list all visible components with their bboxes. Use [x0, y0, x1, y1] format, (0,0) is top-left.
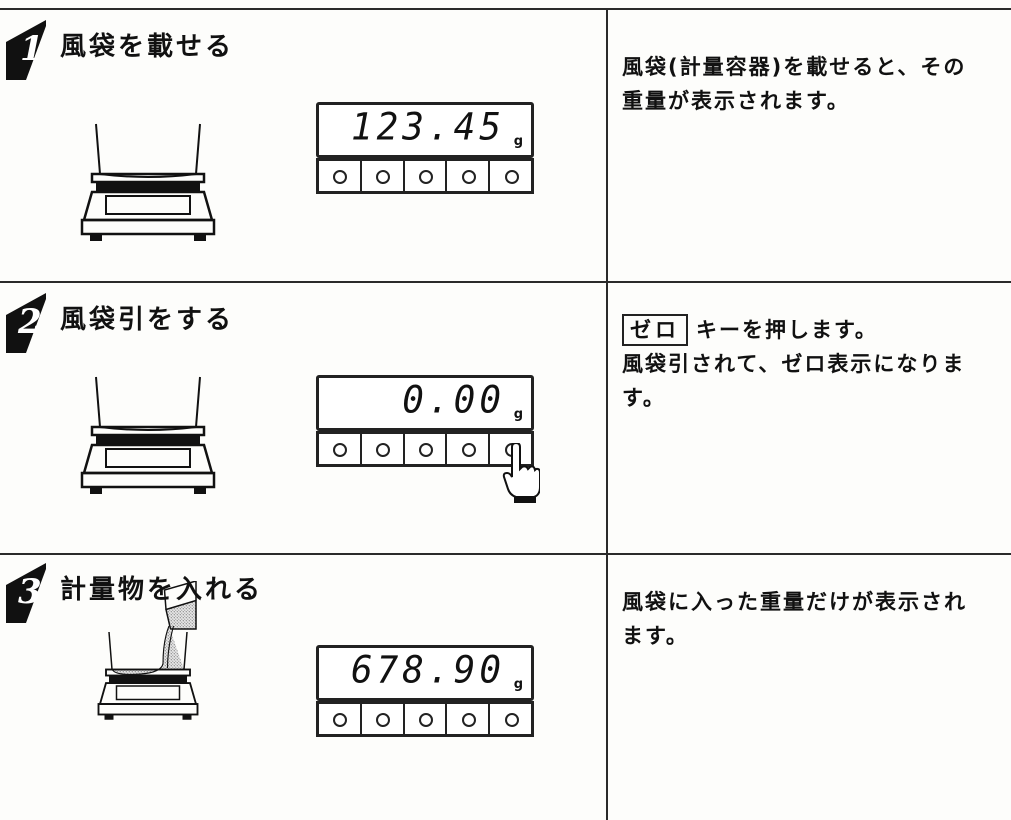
display-value: 0.00	[402, 378, 505, 423]
row-divider	[0, 553, 1011, 555]
step-3: 3 計量物を入れる 678.90	[0, 553, 1011, 820]
scale-key[interactable]	[405, 434, 448, 464]
scale-key[interactable]	[405, 704, 448, 734]
key-row	[316, 431, 534, 467]
key-row	[316, 701, 534, 737]
step-description: 風袋に入った重量だけが表示され ます。	[622, 585, 1007, 653]
step-number-badge: 2	[6, 293, 46, 353]
display-value: 678.90	[350, 648, 505, 693]
desc-line: す。	[622, 386, 666, 410]
step-description: ゼロキーを押します。 風袋引されて、ゼロ表示になりま す。	[622, 313, 1007, 415]
desc-line: 風袋引されて、ゼロ表示になりま	[622, 352, 966, 376]
key-row	[316, 158, 534, 194]
weight-display: 0.00 g	[316, 375, 534, 431]
scale-key[interactable]	[490, 161, 531, 191]
scale-icon	[80, 376, 216, 494]
step-1: 1 風袋を載せる 123.45 g 風袋(計量容器)を載せると、その	[0, 8, 1011, 281]
top-border	[0, 8, 1011, 10]
scale-icon	[80, 123, 216, 241]
display-value: 123.45	[350, 105, 505, 150]
scale-key[interactable]	[362, 704, 405, 734]
scale-key[interactable]	[319, 161, 362, 191]
step-number: 3	[18, 572, 42, 612]
desc-line: 風袋に入った重量だけが表示され	[622, 590, 967, 614]
desc-line: 重量が表示されます。	[622, 89, 850, 113]
display-unit: g	[513, 134, 523, 149]
weight-display: 678.90 g	[316, 645, 534, 701]
column-divider	[606, 8, 608, 820]
scale-key[interactable]	[319, 434, 362, 464]
weight-display: 123.45 g	[316, 102, 534, 158]
scale-key[interactable]	[447, 704, 491, 734]
scale-icon	[97, 581, 199, 720]
desc-line: キーを押します。	[696, 318, 878, 342]
step-title: 計量物を入れる	[60, 575, 264, 605]
step-number-badge: 1	[6, 20, 46, 80]
step-number: 2	[17, 302, 42, 342]
display-unit: g	[513, 407, 523, 422]
scale-key[interactable]	[362, 161, 405, 191]
scale-key[interactable]	[319, 704, 362, 734]
step-description: 風袋(計量容器)を載せると、その 重量が表示されます。	[622, 50, 1007, 118]
step-title: 風袋引をする	[60, 305, 235, 335]
step-title: 風袋を載せる	[60, 32, 235, 62]
scale-key[interactable]	[362, 434, 405, 464]
zero-key-label: ゼロ	[622, 314, 688, 346]
scale-key[interactable]	[447, 434, 491, 464]
desc-line: ます。	[622, 624, 689, 648]
step-number: 1	[20, 29, 44, 69]
scale-key[interactable]	[405, 161, 448, 191]
scale-key[interactable]	[490, 704, 531, 734]
step-2: 2 風袋引をする 0.00 g	[0, 281, 1011, 553]
pointing-hand-icon	[502, 443, 540, 503]
scale-key[interactable]	[447, 161, 491, 191]
desc-line: 風袋(計量容器)を載せると、その	[622, 55, 967, 79]
row-divider	[0, 281, 1011, 283]
step-number-badge: 3	[6, 563, 46, 623]
display-unit: g	[513, 677, 523, 692]
